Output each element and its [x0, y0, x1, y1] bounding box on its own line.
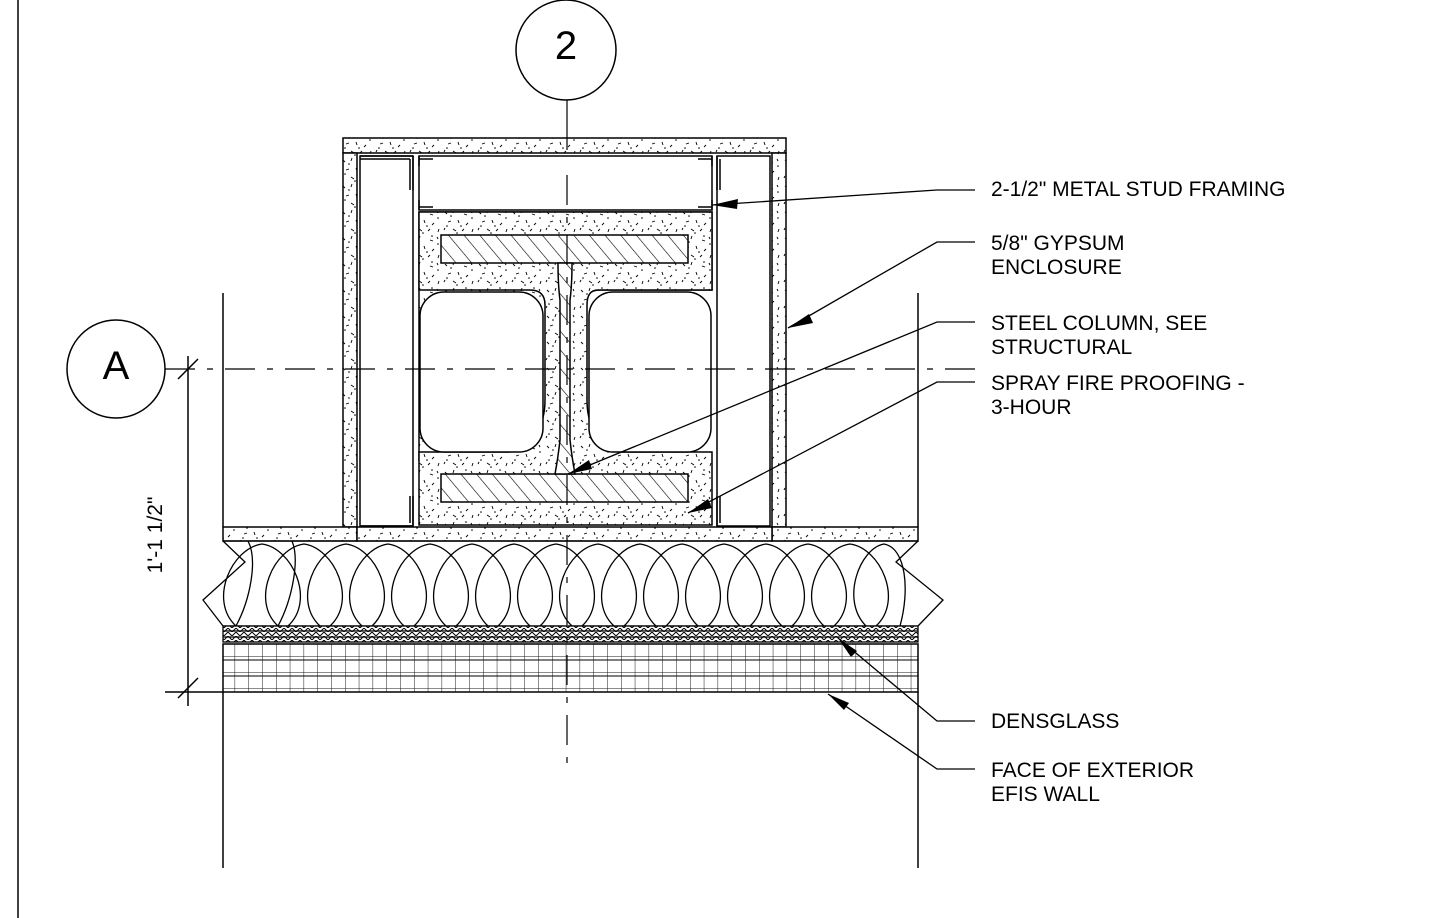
grid-bubble-a	[66, 319, 166, 419]
callout-line: 5/8" GYPSUM	[991, 232, 1125, 255]
leader-lines	[567, 189, 975, 770]
callout-line: FACE OF EXTERIOR	[991, 759, 1195, 782]
grid-label-2: 2	[554, 24, 578, 68]
leader-arrows	[568, 199, 857, 710]
callout-line: DENSGLASS	[991, 710, 1120, 733]
steel-column	[440, 234, 689, 503]
callout-line: EFIS WALL	[991, 783, 1100, 806]
callout-efis-wall: FACE OF EXTERIOR EFIS WALL	[991, 759, 1194, 807]
callout-gypsum-enclosure: 5/8" GYPSUM ENCLOSURE	[991, 232, 1125, 280]
centerlines	[165, 100, 975, 775]
dimension-line	[165, 356, 223, 706]
callout-metal-stud-framing: 2-1/2" METAL STUD FRAMING	[991, 178, 1286, 202]
callout-line: STEEL COLUMN, SEE	[991, 312, 1208, 335]
densglass-layer	[222, 625, 919, 643]
grid-label-a: A	[102, 344, 130, 388]
callout-densglass: DENSGLASS	[991, 710, 1119, 734]
grid-bubble-2	[515, 0, 617, 101]
callout-steel-column: STEEL COLUMN, SEE STRUCTURAL	[991, 312, 1207, 360]
callout-line: SPRAY FIRE PROOFING -	[991, 372, 1245, 395]
metal-studs	[359, 155, 771, 527]
callout-line: STRUCTURAL	[991, 336, 1133, 359]
callout-spray-fireproofing: SPRAY FIRE PROOFING - 3-HOUR	[991, 372, 1245, 420]
dimension-label: 1'-1 1/2"	[144, 496, 167, 574]
wall-lines	[222, 293, 919, 868]
callout-line: 2-1/2" METAL STUD FRAMING	[991, 178, 1286, 201]
batt-insulation	[202, 540, 944, 627]
efis-layer	[222, 643, 919, 693]
callout-line: 3-HOUR	[991, 396, 1072, 419]
callout-line: ENCLOSURE	[991, 256, 1122, 279]
